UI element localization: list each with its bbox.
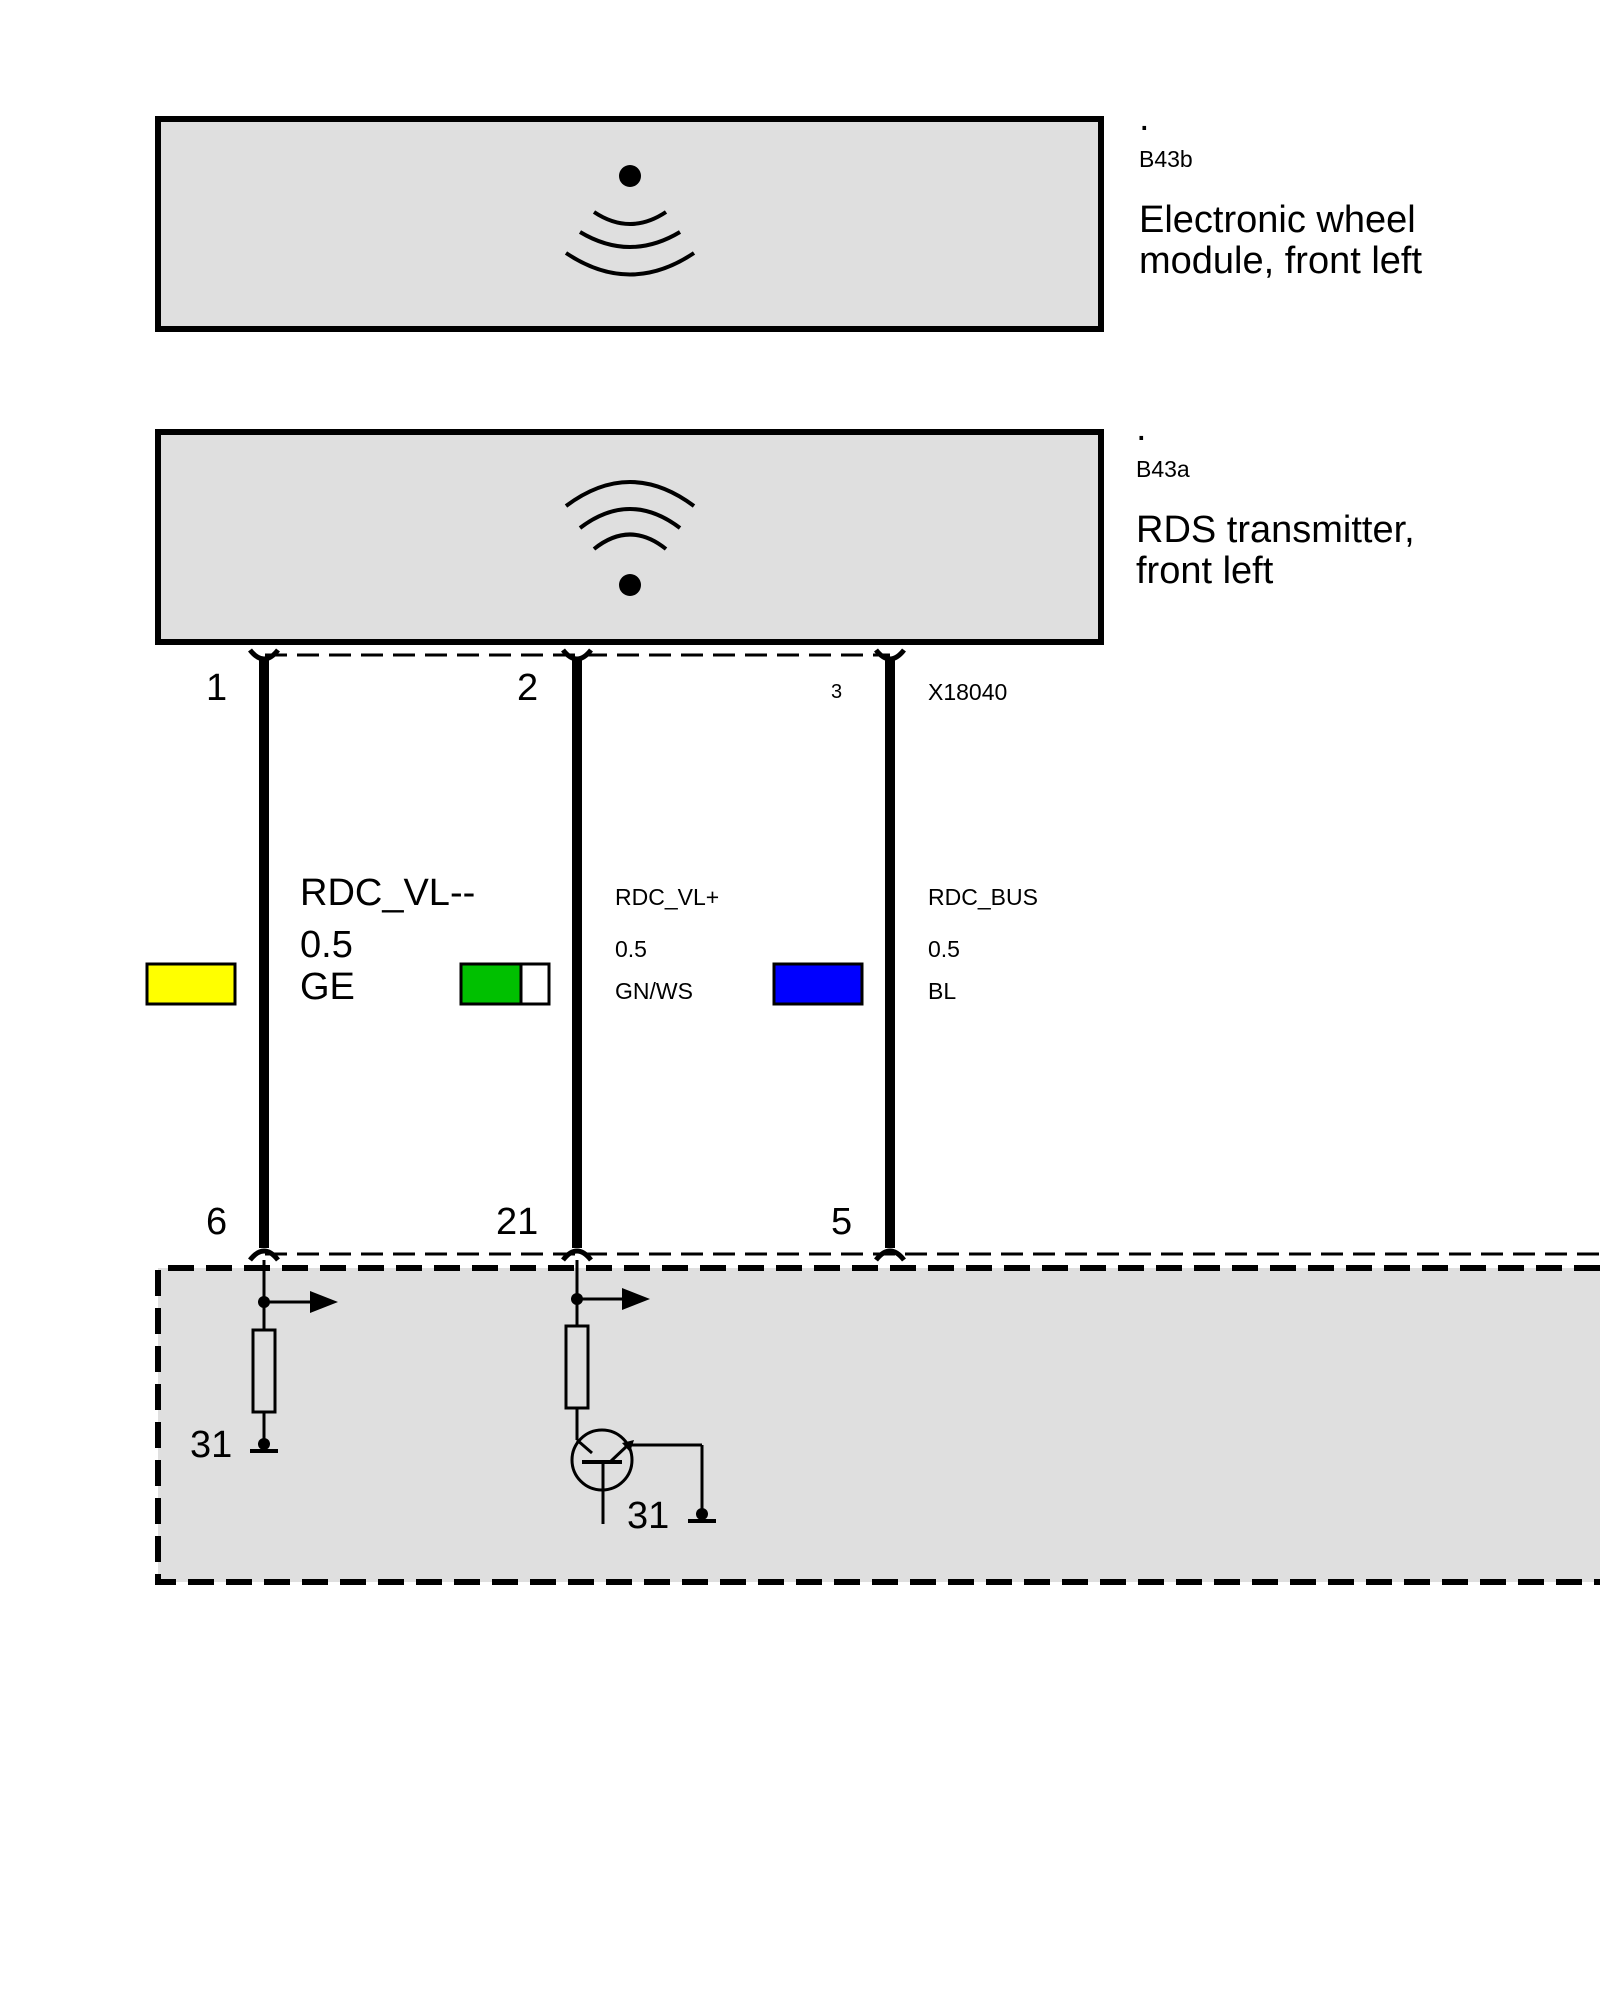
wire-1-size: 0.5 — [300, 924, 353, 966]
control-unit-dashed-box — [155, 1265, 1600, 1585]
wire-2-size: 0.5 — [615, 936, 647, 962]
ground-icon — [688, 1508, 716, 1523]
b43a-name-line2: front left — [1136, 550, 1274, 592]
transmitter-symbol-icon — [564, 480, 696, 596]
b43b-name-line1: Electronic wheel — [1139, 199, 1416, 241]
wire-3-color-code: BL — [928, 978, 956, 1004]
signal-arrow-icon — [264, 1291, 338, 1313]
component-b43a: . B43a RDS transmitter, front left — [155, 407, 1415, 645]
b43b-dot: . — [1139, 97, 1150, 139]
b43a-code: B43a — [1136, 456, 1190, 482]
wire-1-pin-top: 1 — [206, 667, 227, 709]
wire-3-color-swatch — [772, 962, 864, 1006]
internal-circuit-2: 31 — [564, 1260, 716, 1537]
wire-1-color-swatch — [145, 962, 237, 1006]
wire-2-pin-top: 2 — [517, 667, 538, 709]
wire-1-signal: RDC_VL-- — [300, 872, 475, 914]
internal-circuit-1: 31 — [190, 1260, 338, 1466]
wire-2: 2 21 RDC_VL+ 0.5 GN/WS — [459, 648, 719, 1262]
receiver-symbol-icon — [564, 165, 696, 277]
connector-id: X18040 — [928, 679, 1007, 705]
control-unit — [155, 1265, 1600, 1585]
wire-1-color-code: GE — [300, 966, 355, 1008]
wire-2-color-swatch — [459, 962, 551, 1006]
wire-1: 1 6 RDC_VL-- 0.5 GE — [145, 648, 475, 1262]
wire-3-signal: RDC_BUS — [928, 884, 1038, 910]
wire-3-pin-top: 3 — [831, 681, 842, 703]
signal-arrow-icon — [577, 1288, 650, 1310]
ground-icon — [250, 1438, 278, 1453]
b43a-box — [155, 429, 1104, 645]
wire-3: 3 5 RDC_BUS 0.5 BL — [772, 648, 1038, 1262]
ground-label-1: 31 — [190, 1424, 232, 1466]
wire-2-color-code: GN/WS — [615, 978, 693, 1004]
component-b43b: . B43b Electronic wheel module, front le… — [155, 97, 1422, 332]
b43a-dot: . — [1136, 407, 1147, 449]
wire-3-size: 0.5 — [928, 936, 960, 962]
ground-label-2: 31 — [627, 1495, 669, 1537]
transistor-icon — [570, 1428, 704, 1524]
b43a-name-line1: RDS transmitter, — [1136, 509, 1415, 551]
b43b-name-line2: module, front left — [1139, 240, 1422, 282]
wire-2-pin-bottom: 21 — [496, 1201, 538, 1243]
b43b-code: B43b — [1139, 146, 1193, 172]
wire-2-signal: RDC_VL+ — [615, 884, 719, 910]
wire-1-pin-bottom: 6 — [206, 1201, 227, 1243]
wire-3-pin-bottom: 5 — [831, 1201, 852, 1243]
